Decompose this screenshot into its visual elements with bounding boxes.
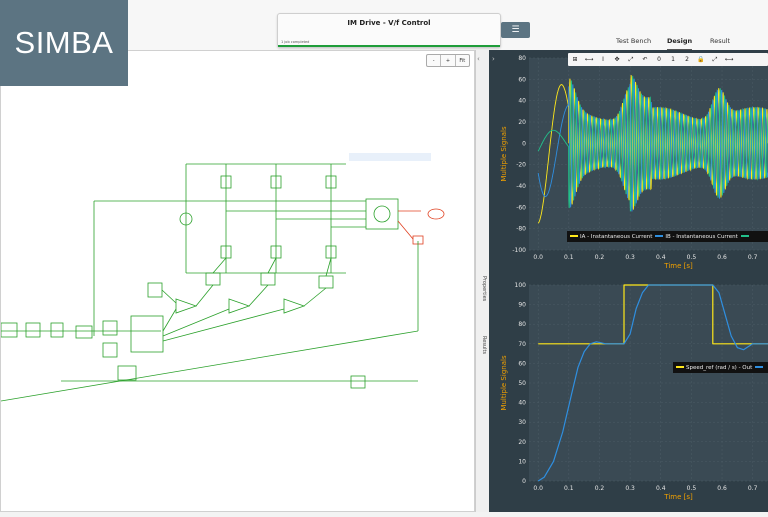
fit-vertical-icon[interactable]: I	[602, 56, 604, 63]
schematic-canvas[interactable]	[0, 50, 475, 512]
schematic-diagram	[0, 153, 445, 402]
y-axis-label: Multiple Signals	[500, 126, 508, 182]
undo-icon[interactable]: ↶	[642, 56, 648, 63]
y-tick-label: 40	[518, 400, 526, 407]
y-tick-label: 80	[518, 55, 526, 62]
simba-logo: SIMBA	[0, 0, 128, 86]
x-axis-label: Time [s]	[663, 493, 693, 501]
expand-panel-icon[interactable]: ›	[492, 55, 495, 63]
x-tick-label: 0.0	[533, 485, 543, 492]
tab-test-bench[interactable]: Test Bench	[616, 37, 652, 45]
x-tick-label: 0.0	[533, 254, 543, 261]
job-progress-bar	[278, 45, 500, 47]
plot-area	[529, 285, 768, 481]
y-tick-label: 20	[518, 439, 526, 446]
x-axis-label: Time [s]	[663, 262, 693, 270]
job-status-card[interactable]: IM Drive - V/f Control 1 job completed	[277, 13, 501, 48]
y-tick-label: 0	[522, 478, 526, 485]
zoom-icon[interactable]: ⤢	[628, 55, 634, 63]
legend-bottom: Speed_ref (rad / s) - Out	[673, 362, 768, 373]
pan-icon[interactable]: ✥	[614, 56, 620, 63]
lock-icon[interactable]: 🔒	[697, 56, 705, 63]
legend-top: IA - Instantaneous Current IB - Instanta…	[567, 231, 768, 242]
tab-result[interactable]: Result	[710, 37, 731, 45]
y-tick-label: -100	[512, 247, 526, 254]
current-series-2	[537, 75, 768, 212]
y-tick-label: 10	[518, 458, 526, 465]
cursor-1-button[interactable]: 1	[671, 56, 675, 63]
legend-item-ib: IB - Instantaneous Current	[655, 234, 738, 240]
plot-toolbar: ⊞ ⟷ I ✥ ⤢ ↶ 0 1 2 🔒 ⤢ ⟷	[568, 53, 768, 66]
x-tick-label: 0.7	[748, 254, 758, 261]
y-tick-label: 100	[515, 282, 527, 289]
x-tick-label: 0.2	[595, 485, 605, 492]
cursor-0-button[interactable]: 0	[657, 56, 661, 63]
x-tick-label: 0.4	[656, 485, 666, 492]
legend-item-ia: IA - Instantaneous Current	[570, 234, 652, 240]
x-tick-label: 0.5	[687, 485, 697, 492]
legend-item-speed-ref: Speed_ref (rad / s) - Out	[676, 365, 752, 371]
y-tick-label: -80	[516, 226, 526, 233]
y-tick-label: 0	[522, 140, 526, 147]
tab-design[interactable]: Design	[667, 37, 693, 51]
x-tick-label: 0.7	[748, 485, 758, 492]
y-tick-label: -20	[516, 162, 526, 169]
zoom-out-button[interactable]: -	[427, 55, 442, 66]
y-tick-label: 90	[518, 302, 526, 309]
x-tick-label: 0.6	[717, 485, 727, 492]
fit-all-icon[interactable]: ⊞	[572, 56, 578, 63]
legend-item-ic	[740, 234, 751, 240]
job-title: IM Drive - V/f Control	[347, 19, 431, 27]
x-tick-label: 0.3	[625, 254, 635, 261]
x-tick-label: 0.5	[687, 254, 697, 261]
zoom-in-button[interactable]: +	[441, 55, 456, 66]
job-list-button[interactable]: ☰	[501, 22, 530, 38]
y-tick-label: 60	[518, 76, 526, 83]
x-tick-label: 0.4	[656, 254, 666, 261]
y-tick-label: 40	[518, 98, 526, 105]
zoom-controls: - + Fit	[426, 54, 470, 67]
fit-horizontal-icon[interactable]: ⟷	[584, 56, 594, 63]
x-tick-label: 0.2	[595, 254, 605, 261]
y-tick-label: -40	[516, 183, 526, 190]
cursor-2-button[interactable]: 2	[685, 56, 689, 63]
speed-series-1	[537, 284, 768, 482]
y-tick-label: 20	[518, 119, 526, 126]
legend-item-speed	[755, 365, 765, 371]
x-tick-label: 0.1	[564, 254, 574, 261]
job-status-text: 1 job completed	[281, 40, 310, 44]
y-tick-label: -60	[516, 204, 526, 211]
y-axis-label: Multiple Signals	[500, 355, 508, 411]
expand-icon[interactable]: ⤢	[712, 55, 718, 63]
zoom-fit-button[interactable]: Fit	[459, 57, 466, 64]
x-tick-label: 0.3	[625, 485, 635, 492]
y-tick-label: 30	[518, 419, 526, 426]
collapse-panel-icon[interactable]: ‹	[477, 55, 480, 63]
results-tab[interactable]: Results	[481, 336, 487, 355]
y-tick-label: 70	[518, 341, 526, 348]
x-tick-label: 0.1	[564, 485, 574, 492]
y-tick-label: 60	[518, 360, 526, 367]
x-tick-label: 0.6	[717, 254, 727, 261]
current-series-0	[537, 75, 768, 224]
properties-tab[interactable]: Properties	[481, 276, 487, 302]
y-tick-label: 50	[518, 380, 526, 387]
more-icon[interactable]: ⟷	[724, 56, 734, 63]
list-icon: ☰	[511, 25, 520, 35]
y-tick-label: 80	[518, 321, 526, 328]
